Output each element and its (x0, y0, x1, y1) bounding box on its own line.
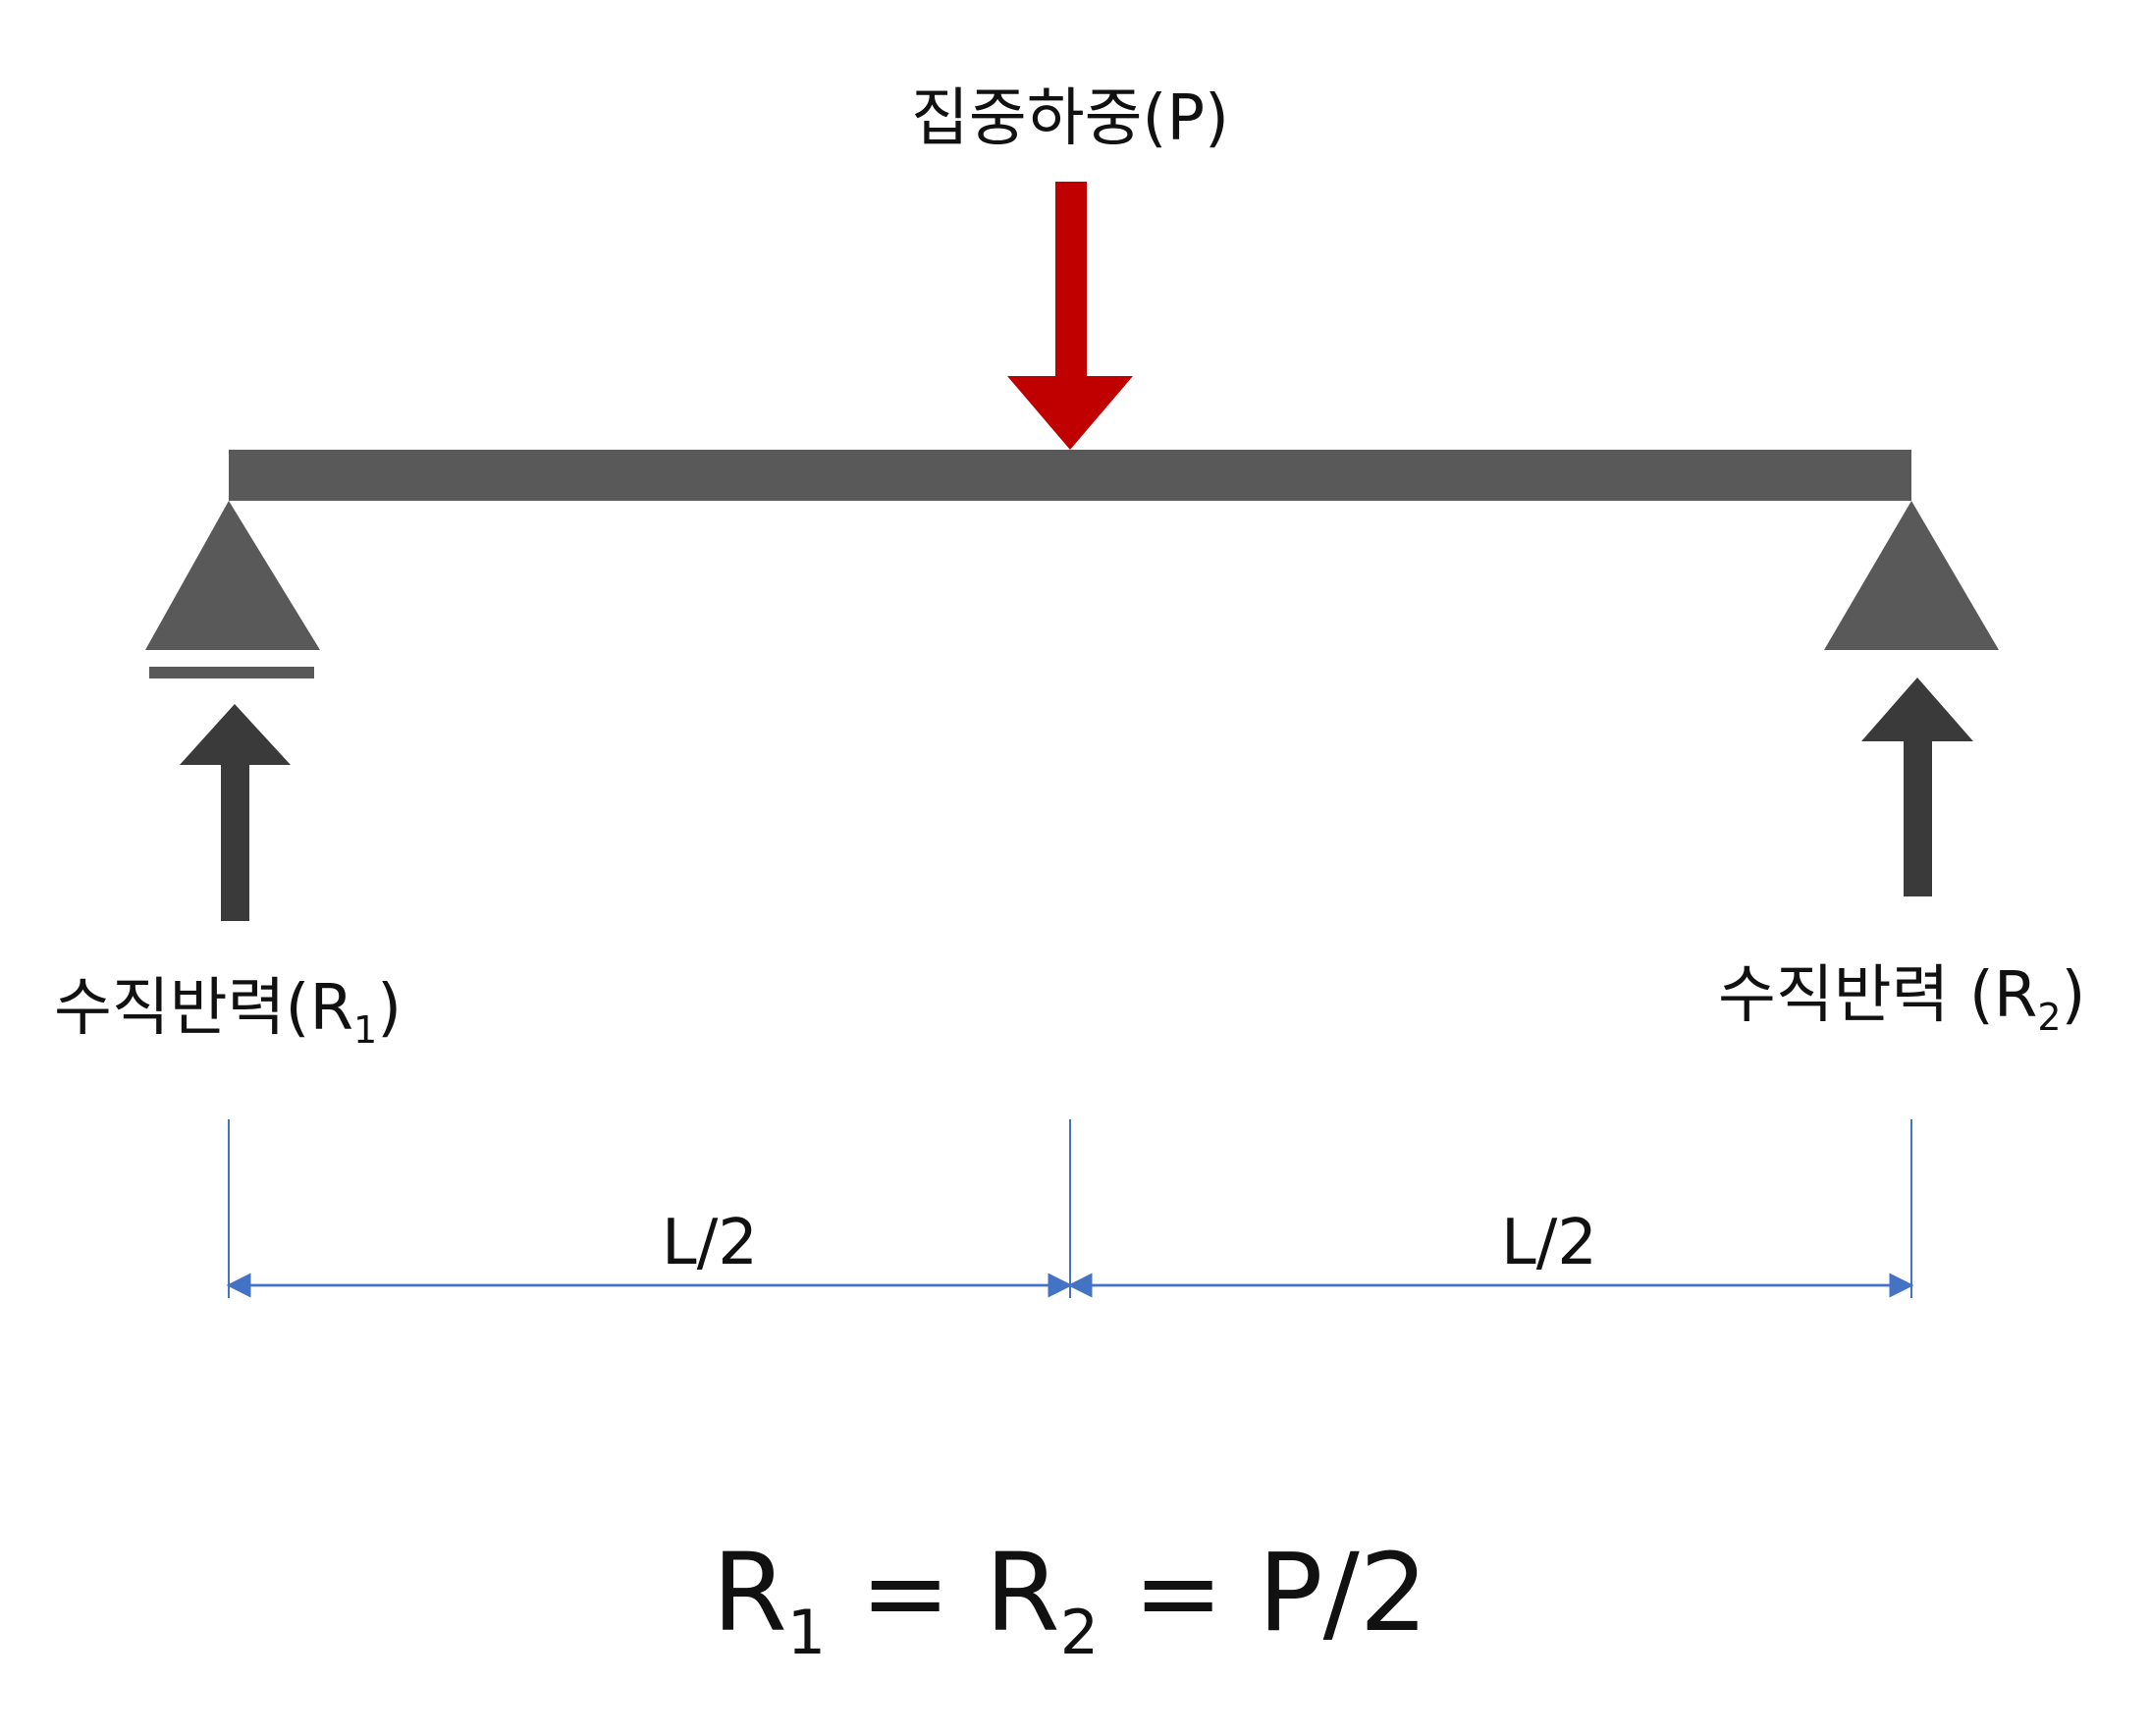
load-arrow (1007, 182, 1133, 450)
roller-base-line (149, 667, 314, 678)
right-reaction-label: 수직반력 (R2) (1718, 959, 2085, 1039)
reaction-equation: R1 = R2 = P/2 (712, 1530, 1427, 1668)
load-label: 집중하중(P) (911, 82, 1229, 155)
beam (229, 450, 1911, 501)
right-reaction-arrow (1861, 678, 1973, 896)
left-reaction-arrow (180, 704, 291, 921)
left-roller-support (145, 501, 320, 678)
dimension-extension-lines (228, 1119, 1912, 1298)
dimension-label-right: L/2 (1501, 1207, 1597, 1279)
dimension-label-left: L/2 (662, 1207, 758, 1279)
left-reaction-label: 수직반력(R1) (54, 972, 402, 1052)
right-pin-support (1824, 501, 1999, 650)
